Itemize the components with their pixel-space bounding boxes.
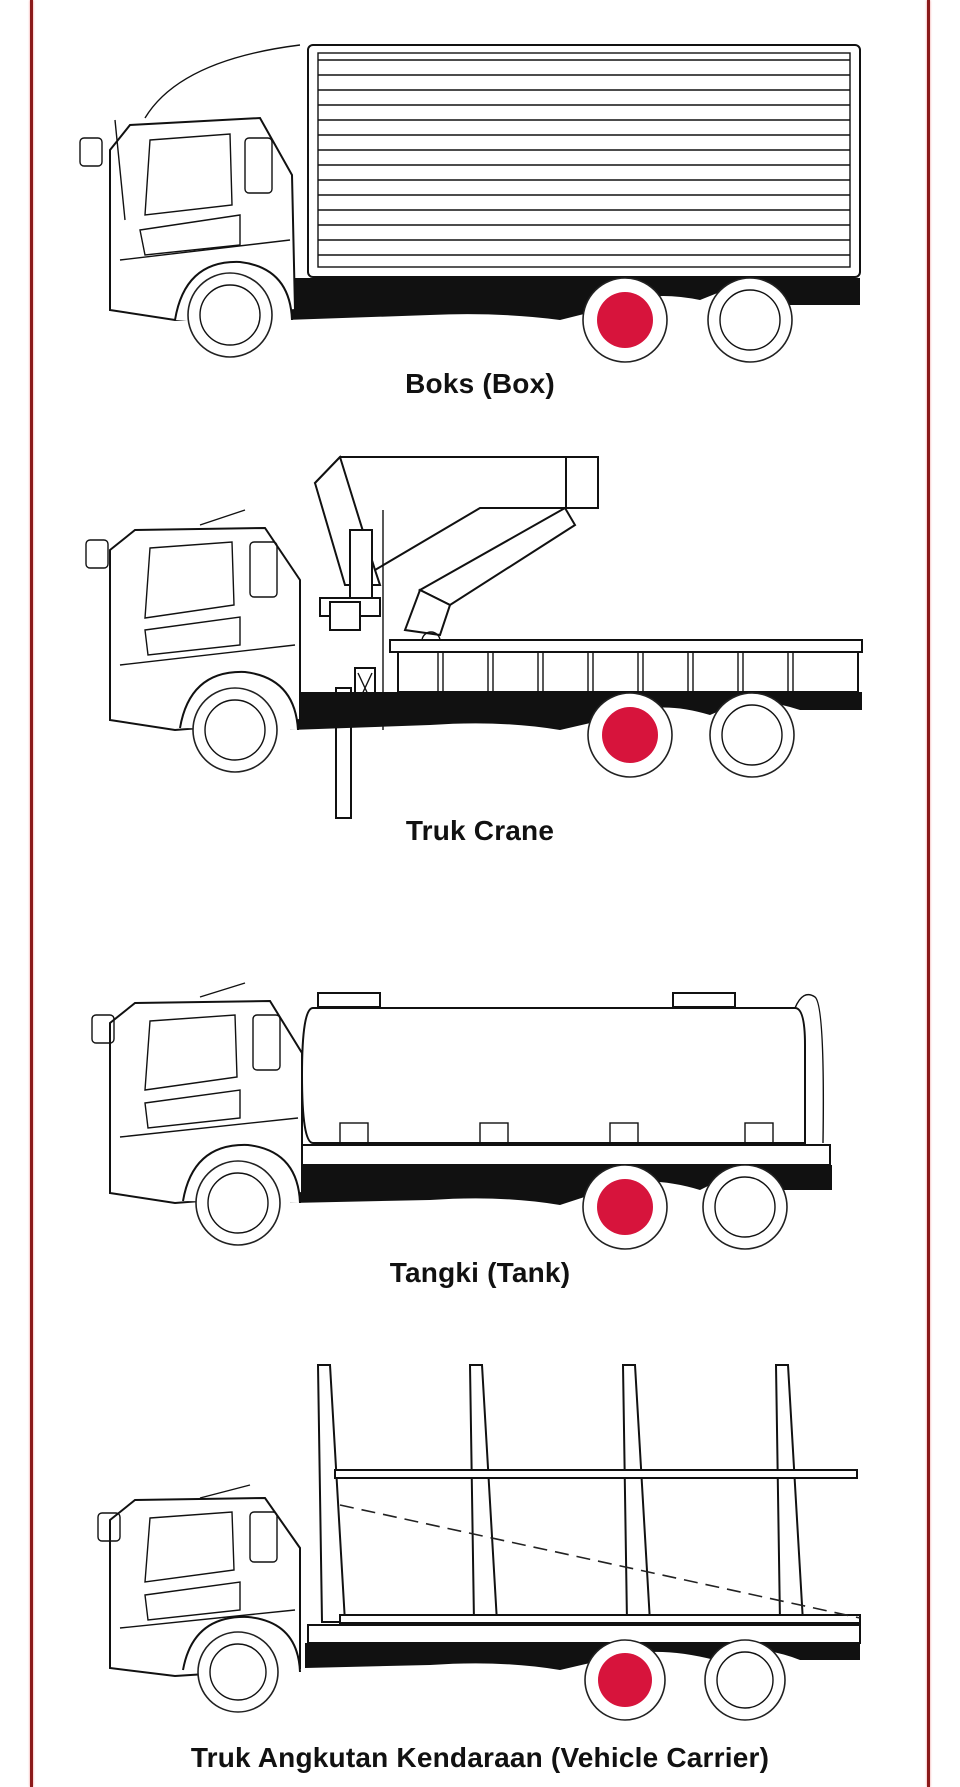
caption-box-truck: Boks (Box) [405,368,555,399]
red-border-left [30,0,33,1787]
red-hub [597,1179,653,1235]
truck-panel-crane: Truk Crane [0,430,960,870]
caption-crane-truck: Truk Crane [405,815,555,846]
red-hub [598,1653,652,1707]
caption-vehicle-carrier: Truk Angkutan Kendaraan (Vehicle Carrier… [190,1742,770,1773]
truck-panel-tank: Tangki (Tank) [0,975,960,1315]
caption-tank-truck: Tangki (Tank) [389,1257,571,1288]
red-border-right [927,0,930,1787]
truck-panel-vehicle-carrier: Truk Angkutan Kendaraan (Vehicle Carrier… [0,1350,960,1787]
crane-truck-illustration [85,455,863,819]
truck-panel-box: Boks (Box) [0,0,960,420]
red-hub [597,292,653,348]
box-truck-illustration [79,44,861,363]
tank-truck-illustration [91,982,832,1250]
red-hub [602,707,658,763]
vehicle-carrier-illustration [97,1364,861,1721]
box-stripes [318,59,850,256]
